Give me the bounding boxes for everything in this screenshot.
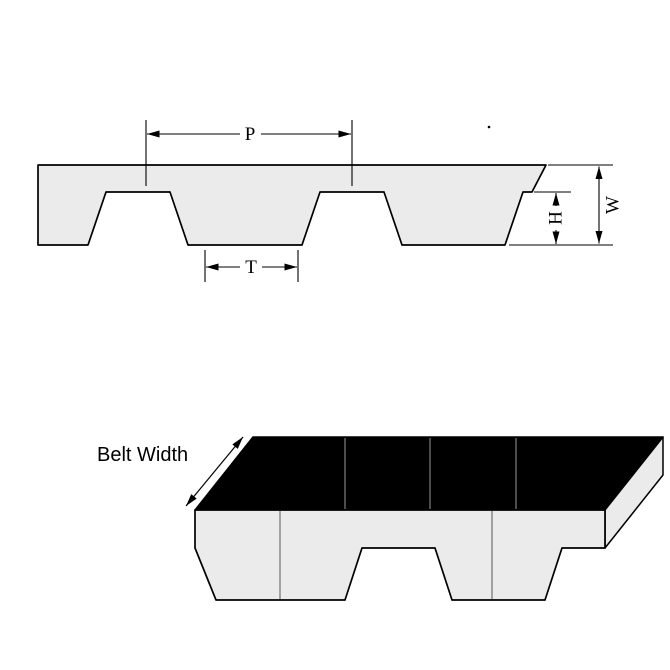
belt-width-arrow <box>185 436 244 507</box>
perspective-view: Belt Width <box>97 436 664 601</box>
stray-mark <box>487 125 491 129</box>
belt-front-face <box>194 509 606 601</box>
belt-width-label: Belt Width <box>97 444 188 466</box>
belt-top-face <box>194 436 664 511</box>
pitch-label: P <box>245 124 256 145</box>
belt-thickness-label: W <box>603 196 624 214</box>
cross-section-view: P T H W <box>37 120 624 282</box>
tooth-width-label: T <box>245 257 257 278</box>
belt-profile <box>37 164 547 246</box>
tooth-height-label: H <box>546 211 567 225</box>
